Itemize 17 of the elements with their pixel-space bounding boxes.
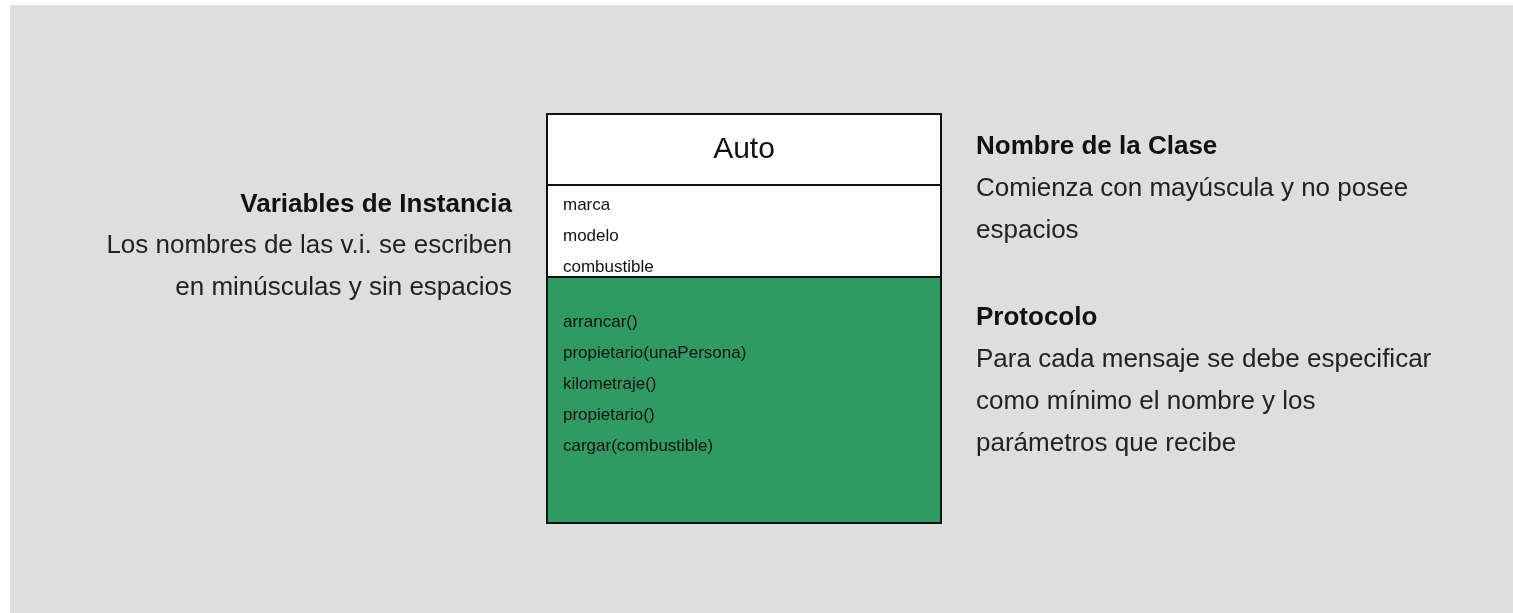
class-name: Auto bbox=[712, 130, 776, 166]
attribute-name: combustible bbox=[563, 256, 655, 278]
method-signature: propietario(unaPersona) bbox=[563, 342, 748, 364]
method-signature: cargar(combustible) bbox=[563, 435, 715, 457]
attribute-name: modelo bbox=[563, 225, 620, 247]
class-box bbox=[546, 113, 942, 524]
method-signature: propietario() bbox=[563, 404, 656, 426]
method-signature: kilometraje() bbox=[563, 373, 658, 395]
attribute-name: marca bbox=[563, 194, 612, 216]
annotation-heading: Protocolo bbox=[976, 300, 1099, 333]
method-signature: arrancar() bbox=[563, 311, 639, 333]
annotation-text: Los nombres de las v.i. se escriben en minúsculas y sin espacios bbox=[105, 228, 512, 303]
annotation-heading: Nombre de la Clase bbox=[976, 129, 1219, 162]
annotation-heading: Variables de Instancia bbox=[239, 187, 512, 220]
annotation-text: Comienza con mayúscula y no posee espacios bbox=[976, 171, 1410, 246]
annotation-text: Para cada mensaje se debe especificar como mínimo el nombre y los parámetros que recibe bbox=[976, 342, 1433, 459]
methods-compartment bbox=[548, 276, 940, 522]
